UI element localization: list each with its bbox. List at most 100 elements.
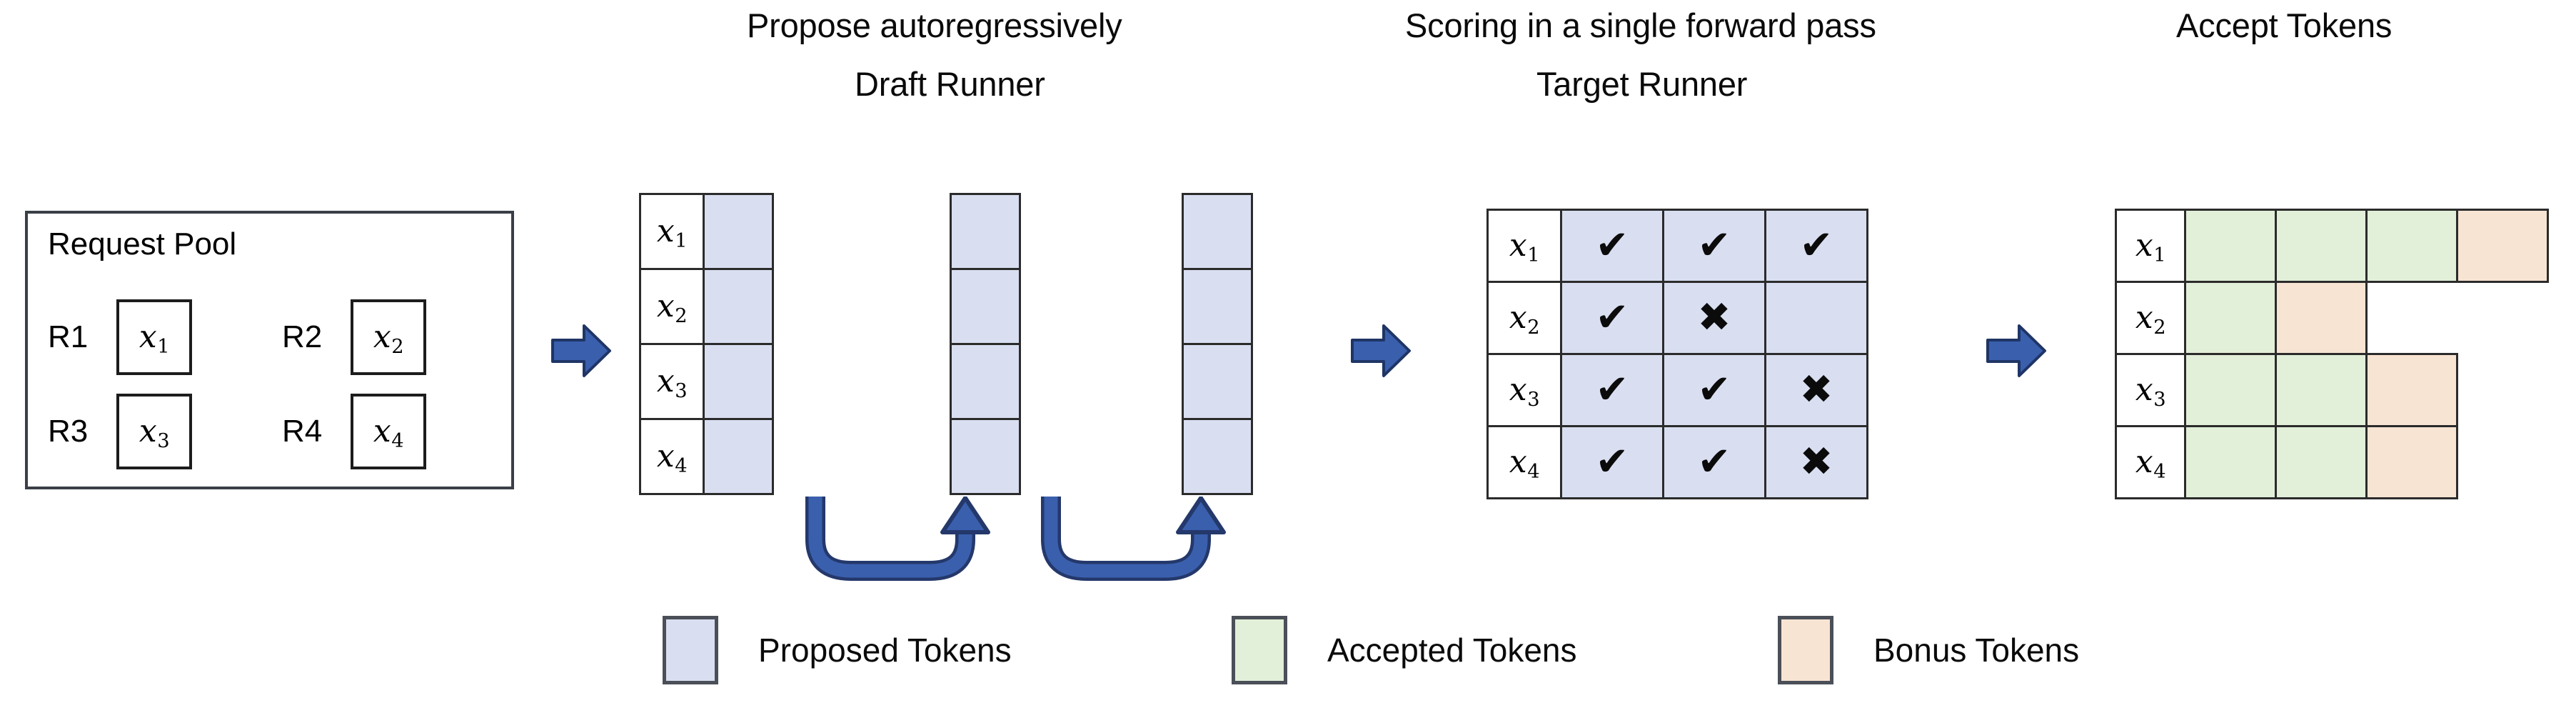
accept-row-label-x3: x3 (2115, 353, 2186, 427)
accept-row-x3: x3 (2115, 353, 2549, 427)
target-cell-x4-s1: ✔ (1560, 425, 1664, 499)
heading-accept-tokens: Accept Tokens (2176, 6, 2393, 44)
flow-arrow-draft-to-target (1349, 321, 1412, 380)
legend-label-bonus: Bonus Tokens (1873, 632, 2080, 669)
legend-label-proposed: Proposed Tokens (758, 632, 1012, 669)
accept-row-label-x1: x1 (2115, 209, 2186, 283)
accept-cell-x1-c3 (2365, 209, 2458, 283)
request-label-r2: R2 (282, 319, 323, 354)
draft-cell-x2-s1 (703, 268, 774, 345)
legend-label-accepted: Accepted Tokens (1327, 632, 1577, 669)
draft-cell-x2-s3 (1182, 268, 1253, 345)
cross-icon: ✖ (1799, 367, 1833, 413)
request-item-r2: R2 x2 (282, 299, 426, 375)
legend-item-accepted-tokens: Accepted Tokens (1232, 616, 1577, 684)
accept-cell-x4-c2 (2275, 425, 2368, 499)
target-cell-x3-s3: ✖ (1764, 353, 1868, 427)
accept-cell-x4-c4-empty (2456, 425, 2549, 499)
heading-scoring-single-forward-pass: Scoring in a single forward pass (1405, 6, 1876, 44)
target-cell-x3-s1: ✔ (1560, 353, 1664, 427)
draft-row-x2: x2 (639, 268, 774, 345)
target-cell-x2-s3 (1764, 281, 1868, 355)
accept-cell-x4-c3 (2365, 425, 2458, 499)
accept-cell-x4-c1 (2184, 425, 2277, 499)
heading-draft-runner: Draft Runner (855, 65, 1045, 103)
token-x1: x1 (139, 319, 170, 359)
target-cell-x3-s2: ✔ (1662, 353, 1766, 427)
target-cell-x4-s2: ✔ (1662, 425, 1766, 499)
accept-row-label-x2: x2 (2115, 281, 2186, 355)
request-token-box-r2: x2 (351, 299, 426, 375)
accept-cell-x2-c1 (2184, 281, 2277, 355)
accept-row-x4: x4 (2115, 425, 2549, 499)
request-label-r3: R3 (48, 414, 89, 449)
flow-arrow-pool-to-draft (550, 321, 613, 380)
accept-cell-x3-c3 (2365, 353, 2458, 427)
accept-tokens-table: x1 x2 x3 x4 (2115, 209, 2549, 499)
target-cell-x2-s2: ✖ (1662, 281, 1766, 355)
accept-cell-x1-c4 (2456, 209, 2549, 283)
draft-feedback-arrow-1 (800, 496, 1000, 593)
target-row-label-x4: x4 (1486, 425, 1562, 499)
legend-item-bonus-tokens: Bonus Tokens (1778, 616, 2079, 684)
accept-row-label-x4: x4 (2115, 425, 2186, 499)
cross-icon: ✖ (1799, 439, 1833, 485)
accept-cell-x1-c2 (2275, 209, 2368, 283)
draft-cell-x3-s1 (703, 343, 774, 420)
draft-cell-x2-s2 (950, 268, 1021, 345)
request-pool-title: Request Pool (48, 226, 237, 261)
accept-cell-x3-c4-empty (2456, 353, 2549, 427)
target-row-label-x2: x2 (1486, 281, 1562, 355)
target-cell-x1-s3: ✔ (1764, 209, 1868, 283)
draft-cell-x1-s1 (703, 193, 774, 270)
draft-cell-x4-s2 (950, 418, 1021, 495)
target-cell-x1-s1: ✔ (1560, 209, 1664, 283)
accept-cell-x3-c1 (2184, 353, 2277, 427)
accept-cell-x2-c3-empty (2365, 281, 2458, 355)
draft-runner-column-3 (1182, 193, 1253, 495)
draft-cell-x1-s3 (1182, 193, 1253, 270)
target-row-x2: x2 ✔ ✖ (1486, 281, 1868, 355)
draft-cell-x4-s3 (1182, 418, 1253, 495)
draft-cell-x4-s1 (703, 418, 774, 495)
draft-cell-x3-s2 (950, 343, 1021, 420)
check-icon: ✔ (1697, 367, 1731, 413)
check-icon: ✔ (1697, 222, 1731, 269)
legend-swatch-bonus (1778, 616, 1833, 684)
target-cell-x4-s3: ✖ (1764, 425, 1868, 499)
target-row-x1: x1 ✔ ✔ ✔ (1486, 209, 1868, 283)
draft-row-x4: x4 (639, 418, 774, 495)
draft-row-x3: x3 (639, 343, 774, 420)
target-row-label-x1: x1 (1486, 209, 1562, 283)
request-label-r4: R4 (282, 414, 323, 449)
draft-row-label-x2: x2 (639, 268, 705, 345)
request-token-box-r3: x3 (116, 394, 192, 469)
request-token-box-r4: x4 (351, 394, 426, 469)
request-item-r3: R3 x3 (48, 394, 192, 469)
request-token-box-r1: x1 (116, 299, 192, 375)
request-item-r4: R4 x4 (282, 394, 426, 469)
legend-swatch-accepted (1232, 616, 1287, 684)
target-cell-x2-s1: ✔ (1560, 281, 1664, 355)
draft-row-x1: x1 (639, 193, 774, 270)
accept-cell-x2-c4-empty (2456, 281, 2549, 355)
draft-row-label-x3: x3 (639, 343, 705, 420)
draft-runner-column-1: x1 x2 x3 x4 (639, 193, 774, 495)
draft-cell-x1-s2 (950, 193, 1021, 270)
target-cell-x1-s2: ✔ (1662, 209, 1766, 283)
accept-row-x2: x2 (2115, 281, 2549, 355)
accept-cell-x1-c1 (2184, 209, 2277, 283)
draft-cell-x3-s3 (1182, 343, 1253, 420)
heading-propose-autoregressively: Propose autoregressively (747, 6, 1122, 44)
check-icon: ✔ (1799, 222, 1833, 269)
target-row-x3: x3 ✔ ✔ ✖ (1486, 353, 1868, 427)
legend-item-proposed-tokens: Proposed Tokens (663, 616, 1012, 684)
target-row-label-x3: x3 (1486, 353, 1562, 427)
check-icon: ✔ (1595, 367, 1629, 413)
request-pool-panel: Request Pool R1 x1 R2 x2 R3 x3 R4 x4 (25, 211, 514, 489)
accept-cell-x2-c2 (2275, 281, 2368, 355)
check-icon: ✔ (1595, 294, 1629, 341)
token-x3: x3 (139, 413, 170, 453)
draft-runner-column-2 (950, 193, 1021, 495)
